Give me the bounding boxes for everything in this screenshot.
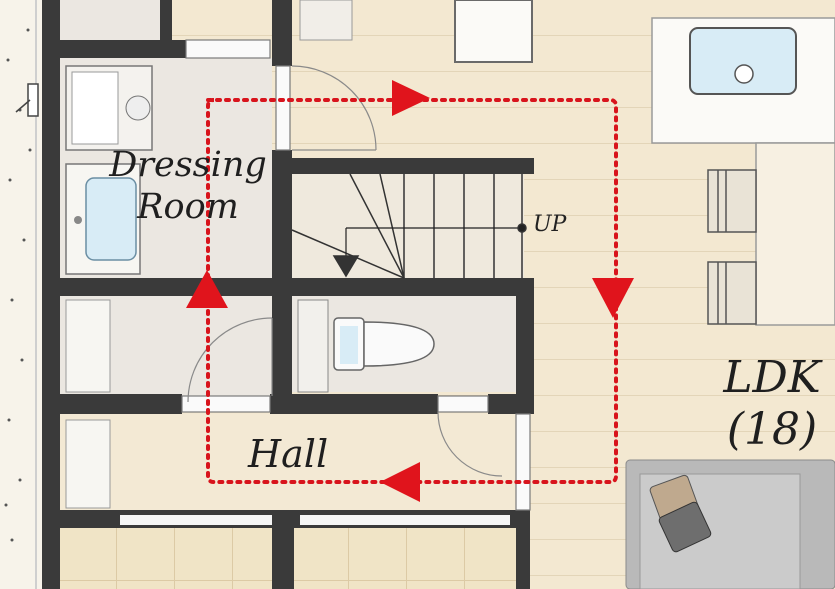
toilet-icon xyxy=(297,299,435,393)
dressing-room-label: Dressing Room xyxy=(104,144,272,228)
ldk-label-line2: (18) xyxy=(726,404,818,455)
staircase-icon xyxy=(291,173,527,279)
stair-floor xyxy=(292,172,524,278)
hall-label: Hall xyxy=(248,432,329,476)
bathroom-floor xyxy=(60,0,170,40)
exterior-dots xyxy=(4,28,32,542)
sofa-icon xyxy=(625,459,835,589)
lower-room-left xyxy=(60,528,272,589)
dressing-room-label-line1: Dressing xyxy=(109,145,267,185)
shoe-cabinet xyxy=(454,0,533,63)
kitchen-sink-icon xyxy=(689,27,797,95)
washing-machine-icon xyxy=(65,65,153,151)
ldk-label-line1: LDK xyxy=(723,352,821,403)
lower-room-right xyxy=(294,528,516,589)
bar-stool-icon xyxy=(707,169,757,325)
stairs-up-label: UP xyxy=(533,212,567,237)
walls xyxy=(42,0,534,589)
dressing-room-label-line2: Room xyxy=(137,187,239,227)
door-icon xyxy=(181,39,531,511)
storage-shelf xyxy=(65,299,111,393)
dining-table xyxy=(755,142,835,326)
washbasin-icon xyxy=(65,163,141,275)
exterior-fixture xyxy=(15,83,39,117)
route-arrow-icon xyxy=(186,80,634,502)
hall-storage xyxy=(65,419,111,509)
ldk-label: LDK (18) xyxy=(712,352,832,456)
